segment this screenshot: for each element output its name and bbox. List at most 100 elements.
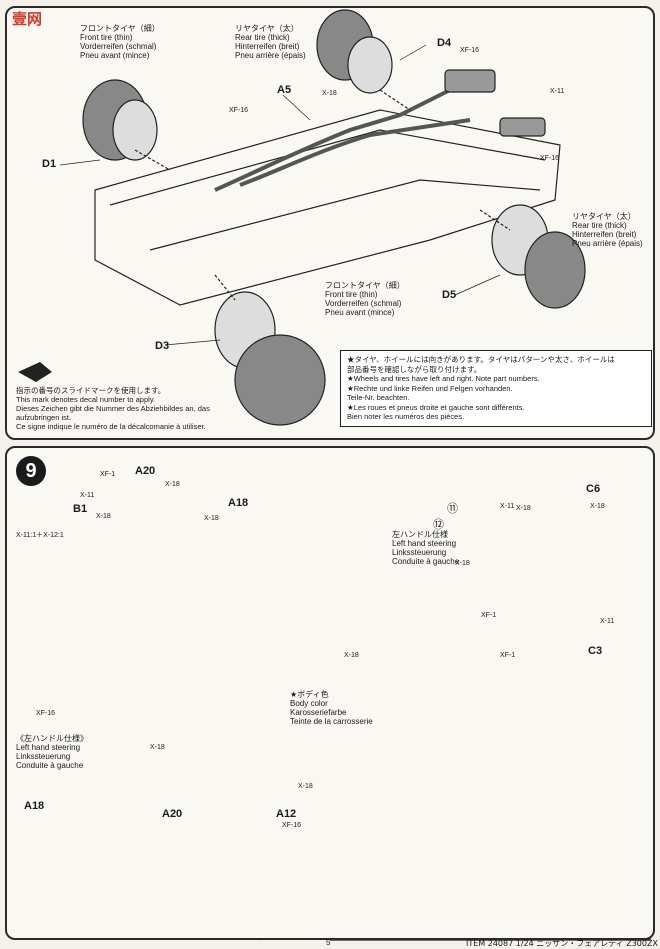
decal-12: ⑫	[433, 519, 444, 531]
callout-x18-9c: X-18	[204, 515, 219, 522]
part-c6: C6	[586, 483, 601, 495]
callout-x11-a: X-11	[550, 88, 565, 95]
callout-x18-9h: X-18	[455, 560, 470, 567]
callout-x18-9a: X-18	[165, 481, 180, 488]
rear-tire-right-fr: Pneu arrière (épais)	[572, 239, 643, 248]
exhaust-pipe	[214, 83, 461, 192]
wheel-note-jp2: 部品番号を確認しながら取り付けます。	[347, 364, 482, 374]
lhd-left-jp: 《左ハンドル仕様》	[16, 734, 88, 743]
lhd-right-jp: 左ハンドル仕様	[392, 530, 448, 539]
body-color-en: Body color	[290, 699, 328, 708]
rear-tire-right-de: Hinterreifen (breit)	[572, 230, 637, 239]
decal-note-jp: 指示の番号のスライドマークを使用します。	[16, 386, 166, 395]
front-tire-top-label: フロントタイヤ（細） Front tire (thin) Vorderreife…	[80, 24, 160, 60]
decal-11: ⑪	[447, 503, 458, 515]
lhd-left-label: 《左ハンドル仕様》 Left hand steering Linkssteuer…	[16, 734, 88, 770]
step-9-panel	[5, 446, 655, 940]
callout-x18-9b: X-18	[96, 513, 111, 520]
front-tire-top-left	[82, 79, 158, 161]
wheel-note-de1: ★Rechte und linke Reifen und Felgen vorh…	[347, 383, 513, 393]
front-tire-top-jp: フロントタイヤ（細）	[80, 24, 160, 33]
part-a20b: A20	[162, 808, 183, 820]
muffler	[444, 69, 496, 93]
front-tire-bottom-label: フロントタイヤ（細） Front tire (thin) Vorderreife…	[325, 281, 405, 317]
front-tire-top-en: Front tire (thin)	[80, 33, 133, 42]
decal-note-de1: Dieses Zeichen gibt die Nummer des Abzie…	[16, 404, 210, 413]
part-d4: D4	[437, 37, 452, 49]
callout-x18-a: X-18	[322, 90, 337, 97]
part-a5: A5	[277, 84, 292, 96]
watermark-logo: 壹网	[12, 10, 43, 28]
page-number: 5	[326, 938, 331, 947]
rear-tire-top-jp: リヤタイヤ（太）	[235, 24, 299, 33]
wheel-note-de2: Teile-Nr. beachten.	[347, 393, 410, 402]
body-color-de: Karosseriefarbe	[290, 708, 347, 717]
part-c3: C3	[588, 645, 603, 657]
front-tire-bottom-fr: Pneu avant (mince)	[325, 308, 395, 317]
lhd-right-en: Left hand steering	[392, 539, 457, 548]
step-9-number: 9	[16, 456, 46, 486]
rear-tire-right-en: Rear tire (thick)	[572, 221, 627, 230]
callout-x18-9f: X-18	[516, 505, 531, 512]
callout-x11-9a: X-11	[80, 492, 95, 499]
item-footer: ITEM 24087 1/24 ニッサン・フェアレディ Z300ZX	[466, 939, 658, 948]
lhd-left-en: Left hand steering	[16, 743, 81, 752]
callout-mix: X-11:1＋X-12:1	[16, 532, 64, 539]
decal-note: 指示の番号のスライドマークを使用します。 This mark denotes d…	[16, 386, 210, 431]
rear-tire-top-en: Rear tire (thick)	[235, 33, 290, 42]
callout-x11-9c: X-11	[600, 618, 615, 625]
lhd-right-de: Linkssteuerung	[392, 548, 447, 557]
front-tire-bottom-en: Front tire (thin)	[325, 290, 378, 299]
body-color-jp: ★ボディ色	[290, 690, 329, 699]
front-tire-bottom-de: Vorderreifen (schmal)	[325, 299, 402, 308]
body-color-fr: Teinte de la carrosserie	[290, 717, 373, 726]
wheel-note-en: ★Wheels and tires have left and right. N…	[347, 374, 540, 383]
rear-tire-top-label: リヤタイヤ（太） Rear tire (thick) Hinterreifen …	[235, 24, 306, 60]
callout-xf16-9b: XF-16	[282, 822, 302, 829]
lhd-right-fr: Conduite à gauche	[392, 557, 460, 566]
decal-arrow-icon	[18, 362, 52, 382]
rear-tire-top-fr: Pneu arrière (épais)	[235, 51, 306, 60]
wheel-note-jp1: ★タイヤ、ホイールには向きがあります。タイヤはパターンや太さ、ホイールは	[347, 355, 615, 364]
callout-x18-9g: X-18	[590, 503, 605, 510]
callout-x18-9e: X-18	[150, 744, 165, 751]
lhd-left-de: Linkssteuerung	[16, 752, 71, 761]
part-d3: D3	[155, 340, 170, 352]
callout-xf16-b: XF-16	[460, 47, 480, 54]
callout-xf16-9a: XF-16	[36, 710, 56, 717]
front-tire-bottom-jp: フロントタイヤ（細）	[325, 281, 405, 290]
rear-tire-top-right	[316, 9, 393, 94]
lhd-right-label: 左ハンドル仕様 Left hand steering Linkssteuerun…	[392, 530, 459, 566]
part-a12: A12	[276, 808, 297, 820]
decal-note-de2: aufzubringen ist.	[16, 413, 72, 422]
callout-x18-9i: X-18	[298, 783, 313, 790]
part-a18b: A18	[24, 800, 45, 812]
rear-tire-right-jp: リヤタイヤ（太）	[572, 212, 636, 221]
decal-note-fr: Ce signe indique le numéro de la décalco…	[16, 422, 206, 431]
wheel-note-fr2: Bien noter les numéros des pièces.	[347, 412, 465, 421]
body-color-label: ★ボディ色 Body color Karosseriefarbe Teinte …	[290, 690, 373, 726]
part-d5: D5	[442, 289, 457, 301]
decal-note-en: This mark denotes decal number to apply.	[16, 395, 156, 404]
rear-tire-bottom-right	[491, 204, 586, 309]
callout-xf1-9c: XF-1	[500, 652, 516, 659]
front-tire-bottom	[214, 291, 326, 426]
part-d1: D1	[42, 158, 57, 170]
rear-tire-top-de: Hinterreifen (breit)	[235, 42, 300, 51]
callout-x11-9b: X-11	[500, 503, 515, 510]
front-tire-top-de: Vorderreifen (schmal)	[80, 42, 157, 51]
callout-xf16-a: XF-16	[229, 107, 249, 114]
lhd-left-fr: Conduite à gauche	[16, 761, 84, 770]
callout-xf16-c: XF-16	[540, 155, 560, 162]
callout-xf1-a: XF-1	[100, 471, 116, 478]
part-a18: A18	[228, 497, 249, 509]
wheel-note-fr1: ★Les roues et pneus droite et gauche son…	[347, 402, 525, 412]
part-b1: B1	[73, 503, 88, 515]
front-tire-top-fr: Pneu avant (mince)	[80, 51, 150, 60]
wheel-direction-note: ★タイヤ、ホイールには向きがあります。タイヤはパターンや太さ、ホイールは 部品番…	[340, 350, 652, 427]
part-a20: A20	[135, 465, 156, 477]
rear-tire-right-label: リヤタイヤ（太） Rear tire (thick) Hinterreifen …	[572, 212, 643, 248]
callout-xf1-9b: XF-1	[481, 612, 497, 619]
callout-x18-9d: X-18	[344, 652, 359, 659]
chassis-frame	[94, 109, 561, 306]
